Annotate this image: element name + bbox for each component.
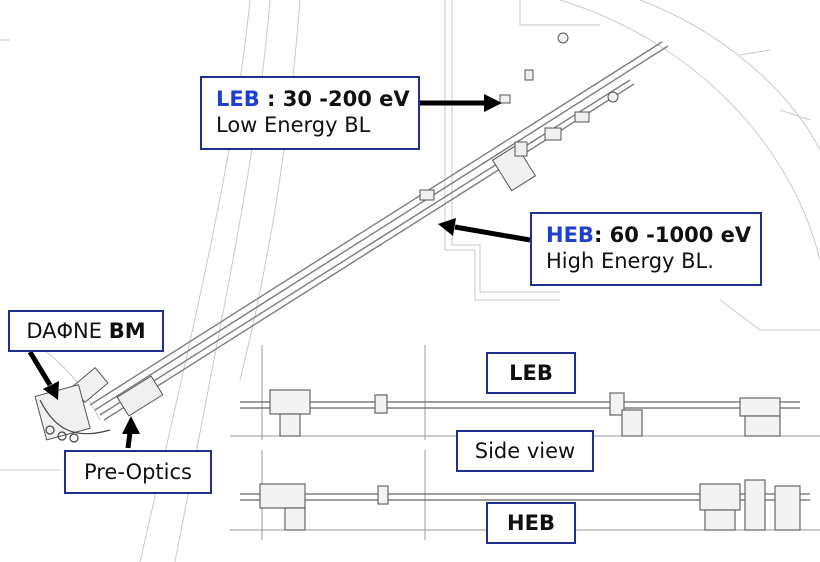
dafne-name: DAΦNE — [26, 319, 109, 343]
pre-optics-arrow — [122, 416, 140, 449]
leb-side-label: LEB — [509, 361, 553, 385]
pre-optics-box: Pre-Optics — [64, 450, 212, 494]
heb-side-box: HEB — [486, 502, 576, 544]
source-magnet — [39, 399, 111, 443]
leb-side-box: LEB — [486, 352, 576, 394]
heb-arrow — [438, 218, 531, 243]
side-view-label: Side view — [474, 439, 576, 463]
heb-description: High Energy BL. — [546, 249, 714, 273]
dafne-bm-suffix: BM — [108, 319, 146, 343]
pre-optics-label: Pre-Optics — [84, 460, 192, 484]
heb-acronym: HEB — [546, 223, 594, 247]
heb-energy-range: : 60 -1000 eV — [593, 223, 752, 247]
leb-arrow — [420, 94, 502, 112]
side-view-box: Side view — [456, 430, 594, 472]
leb-description: Low Energy BL — [216, 113, 371, 137]
callout-arrows — [27, 94, 531, 449]
side-view-leb-line — [240, 389, 800, 437]
side-view-heb-line — [240, 479, 810, 531]
heb-side-label: HEB — [507, 511, 555, 535]
leb-acronym: LEB — [216, 87, 260, 111]
dafne-bm-box: DAΦNE BM — [8, 310, 164, 352]
dafne-arrow — [27, 350, 59, 400]
heb-label-box: HEB: 60 -1000 eV High Energy BL. — [530, 212, 762, 286]
leb-energy-range: : 30 -200 eV — [259, 87, 410, 111]
leb-label-box: LEB : 30 -200 eV Low Energy BL — [200, 76, 420, 150]
